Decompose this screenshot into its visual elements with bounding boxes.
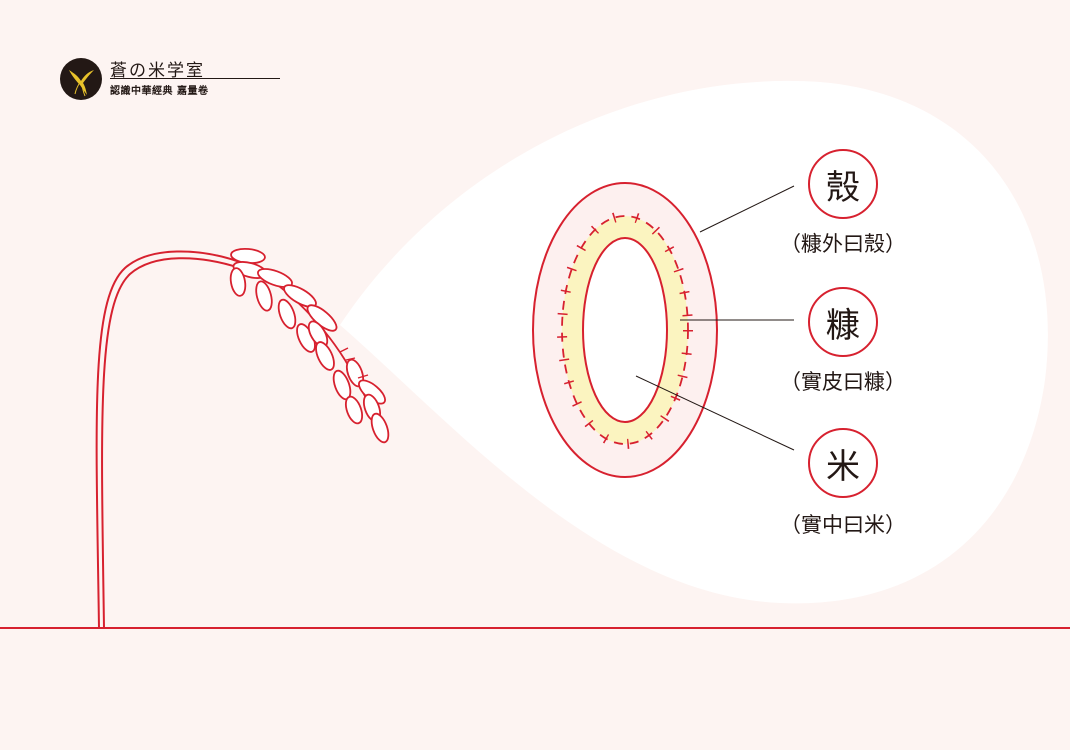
label-husk-circle: 殼 — [808, 149, 878, 219]
label-rice-note: （實中曰米） — [780, 513, 906, 537]
leader-line-husk — [699, 185, 795, 233]
rice-grain — [277, 298, 297, 330]
leader-lines — [635, 185, 795, 451]
label-rice-char: 米 — [826, 446, 860, 487]
logo-subtitle: 認識中華經典 嘉量卷 — [110, 86, 209, 97]
brand-logo: 蒼の米学室 認識中華經典 嘉量卷 — [60, 56, 280, 100]
rice-stalk — [95, 250, 241, 629]
rice-grain — [255, 280, 273, 312]
rice-grain — [344, 395, 364, 425]
rice-grain — [257, 268, 293, 288]
label-bran-circle: 糠 — [808, 287, 878, 357]
bran-ticks — [557, 211, 693, 449]
logo-divider — [110, 78, 280, 79]
grain-cross-section — [532, 182, 718, 478]
rice-grain — [283, 284, 317, 308]
label-bran-note: （實皮曰糠） — [780, 370, 906, 394]
label-bran-char: 糠 — [826, 305, 860, 346]
rice-grain — [315, 341, 335, 371]
rice-panicle — [229, 247, 390, 444]
golden-bird-icon — [60, 58, 102, 100]
label-rice-circle: 米 — [808, 428, 878, 498]
label-husk-note: （糠外曰殼） — [780, 232, 906, 256]
label-husk-char: 殼 — [826, 167, 860, 208]
endosperm-core — [582, 237, 668, 423]
rice-grain — [229, 267, 247, 297]
rice-grain — [370, 412, 390, 444]
leader-line-rice — [635, 375, 795, 451]
logo-title: 蒼の米学室 — [110, 61, 205, 81]
